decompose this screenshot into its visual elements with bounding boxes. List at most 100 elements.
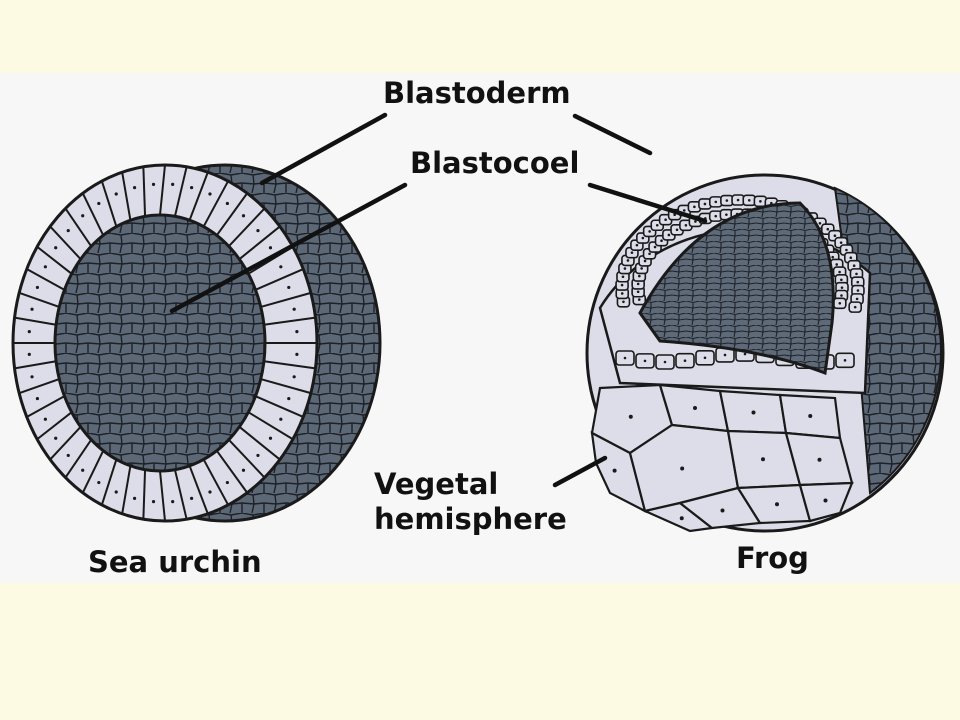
frog-small-cell-nucleus xyxy=(636,282,640,286)
frog-small-cell-nucleus xyxy=(853,305,857,309)
frog-small-cell-nucleus xyxy=(638,274,641,278)
sea-urchin-cell-nucleus xyxy=(30,307,34,311)
frog-small-cell-nucleus xyxy=(856,280,860,284)
frog-vegetal-cells xyxy=(590,383,854,533)
blastoderm-leader-right xyxy=(572,113,653,156)
sea-urchin-cell-nucleus xyxy=(66,453,70,458)
frog-small-cell-nucleus xyxy=(833,234,837,237)
sea-urchin-cell-nucleus xyxy=(27,352,31,356)
frog-small-cell-nucleus xyxy=(703,202,707,206)
frog-small-cell-nucleus xyxy=(667,233,671,237)
sea-urchin-cell-nucleus xyxy=(114,490,118,494)
sea-urchin-cell-nucleus xyxy=(66,228,70,233)
sea-urchin-cell-wall xyxy=(26,395,65,418)
sea-urchin-cell-wall xyxy=(159,470,166,522)
frog-small-cell-nucleus xyxy=(655,223,659,227)
sea-urchin-cell-wall xyxy=(260,378,312,395)
sea-urchin-cell-nucleus xyxy=(256,228,260,233)
sea-urchin-cell-nucleus xyxy=(97,480,101,485)
frog-small-cell-nucleus xyxy=(636,290,640,294)
frog-small-cell-nucleus xyxy=(626,259,630,262)
sea-urchin-cell-nucleus xyxy=(208,490,212,494)
sea-urchin-cell-wall xyxy=(202,180,230,228)
sea-urchin-cell-wall xyxy=(255,268,304,291)
frog-small-cell-nucleus xyxy=(640,267,643,270)
frog-vegetal-cell-nucleus xyxy=(823,498,828,503)
frog-small-cell-nucleus xyxy=(714,214,718,218)
frog-small-cell-nucleus xyxy=(759,200,762,203)
sea-urchin-cell-wall xyxy=(100,459,118,506)
frog-small-cell-nucleus xyxy=(643,259,647,263)
blastula-diagram xyxy=(11,112,945,533)
leader-lines xyxy=(169,112,708,488)
sea-urchin-cell-wall xyxy=(228,439,266,479)
sea-urchin-cell-wall xyxy=(263,360,316,370)
sea-urchin-cell-wall xyxy=(121,465,132,514)
frog-small-cell-nucleus xyxy=(736,198,740,202)
frog-vegetal-cell-nucleus xyxy=(720,508,725,513)
frog-small-cell-nucleus xyxy=(852,264,856,267)
frog-small-cell-nucleus xyxy=(714,200,718,204)
frog-small-cell-nucleus xyxy=(620,283,624,287)
frog-small-cell-nucleus xyxy=(621,275,625,279)
sea-urchin-cell-wall xyxy=(100,180,118,227)
frog-vegetal-cell-nucleus xyxy=(693,406,697,410)
sea-urchin-cell-wall xyxy=(238,426,281,461)
sea-urchin-cell-wall xyxy=(228,207,266,247)
frog-small-cell-nucleus xyxy=(664,218,667,221)
frog-small-cell-nucleus xyxy=(630,251,634,254)
frog-vegetal-cell-nucleus xyxy=(679,516,684,521)
frog-small-cell-nucleus xyxy=(683,359,687,363)
sea-urchin-cell-wall xyxy=(255,395,304,418)
sea-urchin-cell-nucleus xyxy=(54,436,58,440)
sea-urchin-cell-wall xyxy=(173,166,188,217)
label-vegetal-line1: Vegetal xyxy=(374,467,499,501)
sea-urchin-cell-nucleus xyxy=(81,214,85,218)
sea-urchin-cell-nucleus xyxy=(292,375,296,379)
sea-urchin-cell-nucleus xyxy=(30,375,34,379)
label-blastocoel: Blastocoel xyxy=(410,146,580,180)
frog-small-cell-nucleus xyxy=(648,230,651,233)
frog-small-cell-nucleus xyxy=(682,209,686,212)
frog-small-cell-nucleus xyxy=(856,289,860,292)
sea-urchin-cell-wall xyxy=(36,411,73,441)
sea-urchin-cell-nucleus xyxy=(151,499,156,504)
sea-urchin-cell-wall xyxy=(247,411,294,441)
sea-urchin-cell-nucleus xyxy=(241,214,246,218)
sea-urchin-cell-wall xyxy=(142,166,147,217)
sea-urchin-cell-wall xyxy=(18,291,60,308)
frog-small-cell-nucleus xyxy=(843,359,847,362)
label-frog: Frog xyxy=(736,541,809,575)
sea-urchin-cell-wall xyxy=(263,316,316,326)
frog-small-cell-nucleus xyxy=(620,292,624,295)
blastocoel-leader-left xyxy=(169,182,408,314)
sea-urchin-cell-wall xyxy=(188,171,209,221)
sea-urchin-cell-nucleus xyxy=(132,496,137,500)
sea-urchin-cell-wall xyxy=(81,192,105,236)
sea-urchin-cell-nucleus xyxy=(225,201,229,206)
frog-small-cell-nucleus xyxy=(818,221,822,225)
sea-urchin-cell-wall xyxy=(215,192,248,236)
sea-urchin-cell-nucleus xyxy=(287,285,291,290)
frog-small-cell-nucleus xyxy=(839,241,843,244)
frog-small-cell-nucleus xyxy=(663,360,667,364)
frog-vegetal-cell-nucleus xyxy=(808,414,813,418)
frog-small-cell-nucleus xyxy=(747,198,751,202)
sea-urchin-cell-nucleus xyxy=(171,182,175,187)
frog-small-cell-nucleus xyxy=(840,286,844,289)
sea-urchin-cell-nucleus xyxy=(268,436,273,440)
frog-small-cell-nucleus xyxy=(637,298,641,301)
sea-urchin-cell-wall xyxy=(49,225,82,260)
blastocoel-leader-right xyxy=(587,182,708,224)
frog-small-cell-nucleus xyxy=(648,252,651,256)
sea-urchin-cell-nucleus xyxy=(295,330,299,334)
sea-urchin-cell-wall xyxy=(26,268,65,291)
frog-shaded-side xyxy=(833,186,942,495)
sea-urchin-cell-nucleus xyxy=(35,285,40,290)
frog-small-cell-nucleus xyxy=(725,213,728,216)
label-vegetal-line2: hemisphere xyxy=(374,502,567,536)
sea-urchin-blastula xyxy=(11,163,382,523)
frog-small-cell-nucleus xyxy=(623,356,627,360)
frog-small-cell-nucleus xyxy=(653,245,657,249)
frog-vegetal-cell-nucleus xyxy=(612,468,617,473)
